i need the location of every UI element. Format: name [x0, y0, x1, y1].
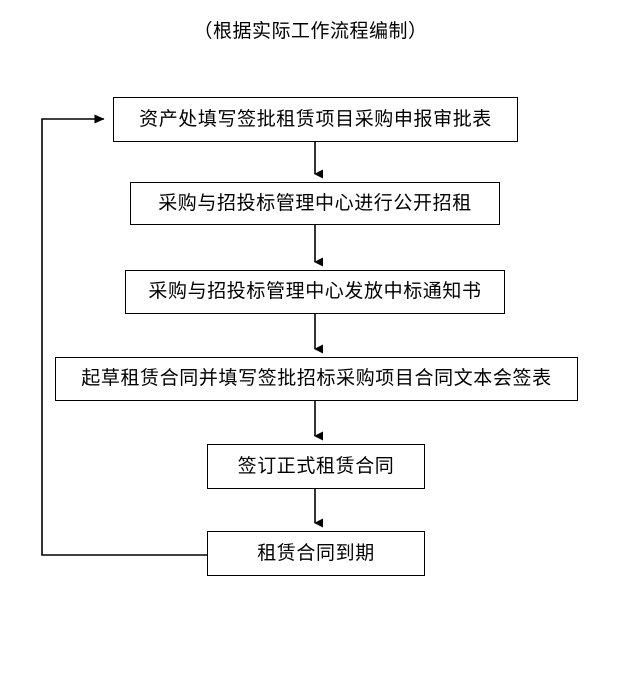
node-label: 签订正式租赁合同: [237, 455, 395, 477]
process-node-issue-bid-win-notice[interactable]: 采购与招投标管理中心发放中标通知书: [125, 270, 505, 314]
node-label: 资产处填写签批租赁项目采购申报审批表: [139, 108, 492, 130]
node-label: 租赁合同到期: [257, 542, 375, 564]
process-node-draft-lease-contract[interactable]: 起草租赁合同并填写签批招标采购项目合同文本会签表: [55, 357, 578, 401]
process-node-asset-dept-approval-form[interactable]: 资产处填写签批租赁项目采购申报审批表: [113, 97, 518, 142]
node-label: 采购与招投标管理中心发放中标通知书: [148, 281, 482, 302]
node-label: 起草租赁合同并填写签批招标采购项目合同文本会签表: [81, 368, 552, 389]
process-node-public-tender[interactable]: 采购与招投标管理中心进行公开招租: [130, 182, 500, 225]
process-node-sign-formal-lease-contract[interactable]: 签订正式租赁合同: [207, 444, 425, 489]
page-title: （根据实际工作流程编制）: [193, 21, 428, 42]
process-node-lease-contract-expires[interactable]: 租赁合同到期: [207, 531, 425, 576]
node-label: 采购与招投标管理中心进行公开招租: [158, 192, 472, 214]
